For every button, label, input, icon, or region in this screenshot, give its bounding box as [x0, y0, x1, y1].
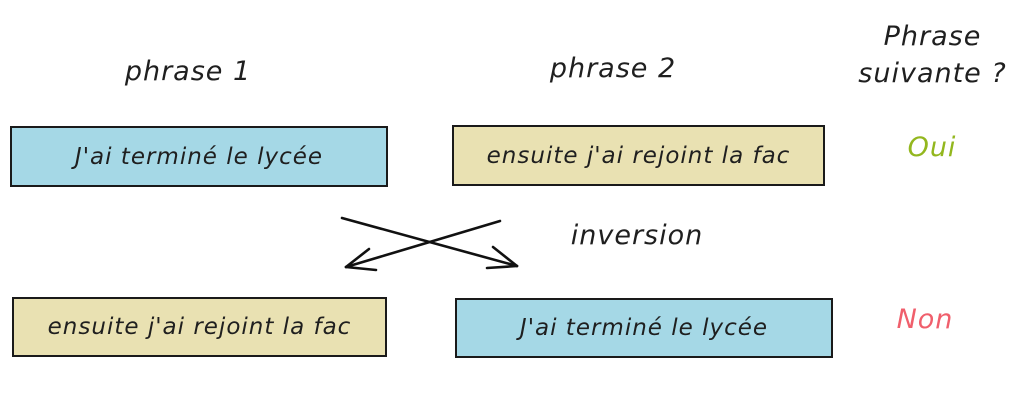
column-header-phrase2: phrase 2: [549, 53, 677, 84]
column-header-phrase1: phrase 1: [124, 56, 252, 87]
sentence-box-phrase2-original: ensuite j'ai rejoint la fac: [452, 125, 825, 186]
sentence-box-phrase1-original: J'ai terminé le lycée: [10, 126, 388, 187]
answer-oui-label: Oui: [907, 132, 957, 163]
answer-non-label: Non: [896, 304, 954, 335]
column-header-next-sentence-line2: suivante ?: [858, 58, 1007, 89]
column-header-next-sentence-line1: Phrase: [883, 21, 982, 52]
column-header-next-sentence: Phrase suivante ?: [830, 18, 1035, 92]
sentence-box-phrase2-inverted: J'ai terminé le lycée: [455, 298, 833, 358]
inversion-label: inversion: [570, 220, 704, 251]
inversion-cross-arrows-icon: [340, 216, 519, 272]
sentence-box-phrase1-inverted: ensuite j'ai rejoint la fac: [12, 297, 387, 357]
